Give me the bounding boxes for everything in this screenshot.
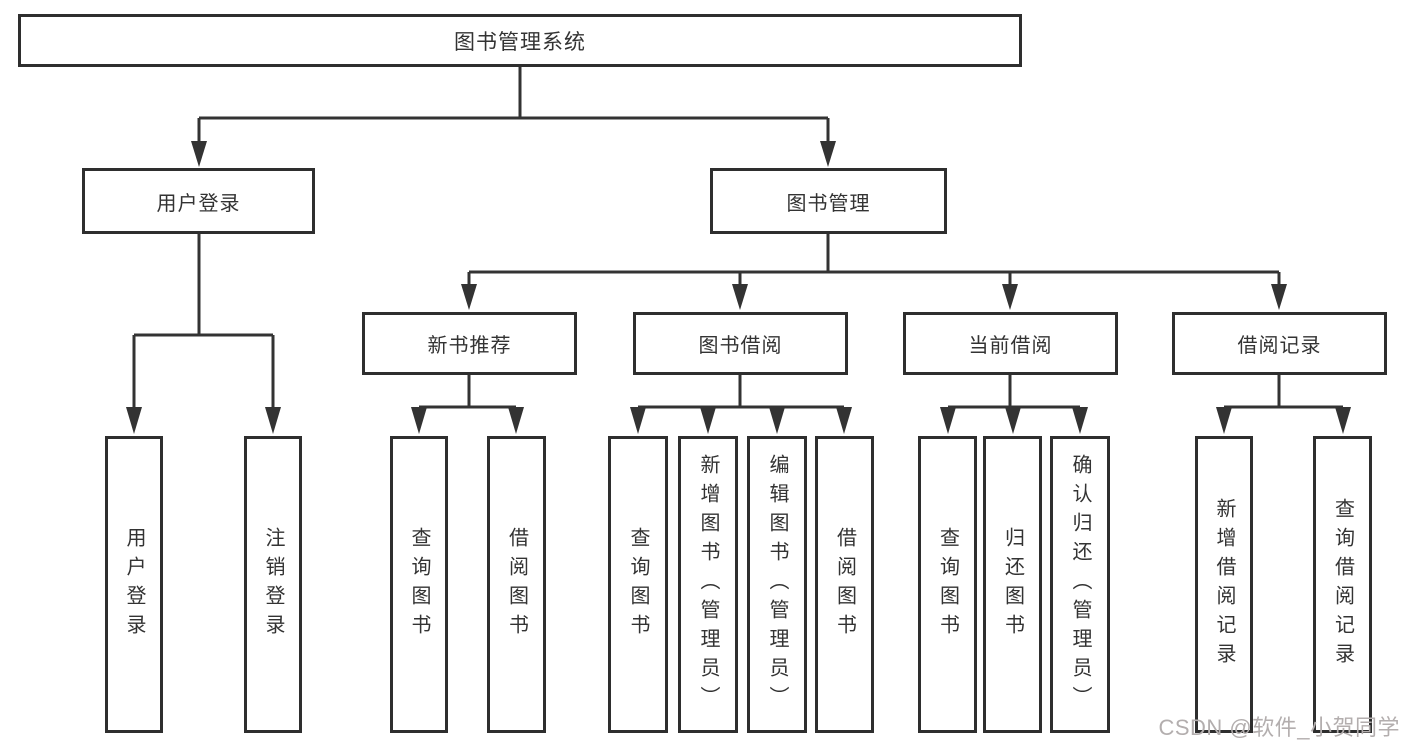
node-label: 查询图书 — [936, 526, 959, 643]
node-label: 归还图书 — [1001, 526, 1024, 643]
node-root-library-system: 图书管理系统 — [18, 14, 1022, 67]
arrowheads — [126, 141, 1351, 434]
node-borrowing-records: 借阅记录 — [1172, 312, 1387, 375]
node-label: 借阅记录 — [1237, 335, 1322, 357]
node-label: 查询借阅记录 — [1331, 497, 1354, 672]
node-label: 当前借阅 — [968, 335, 1053, 357]
leaf-user-login: 用户登录 — [105, 436, 163, 733]
node-label: 新书推荐 — [427, 335, 512, 357]
node-label: 确认归还（管理员） — [1069, 454, 1091, 715]
node-book-management-branch: 图书管理 — [710, 168, 947, 234]
leaf-add-borrow-record: 新增借阅记录 — [1195, 436, 1253, 733]
leaf-query-borrow-record: 查询借阅记录 — [1313, 436, 1372, 733]
node-label: 图书管理系统 — [454, 30, 586, 54]
leaf-borrow-books: 借阅图书 — [815, 436, 874, 733]
leaf-edit-books-admin: 编辑图书（管理员） — [747, 436, 807, 733]
node-label: 查询图书 — [408, 526, 430, 643]
leaf-confirm-return-admin: 确认归还（管理员） — [1050, 436, 1110, 733]
node-label: 借阅图书 — [505, 526, 528, 643]
csdn-watermark: CSDN @软件_小贺同学 — [1158, 715, 1400, 740]
node-label: 注销登录 — [262, 526, 284, 643]
leaf-query-books-recommend: 查询图书 — [390, 436, 448, 733]
node-label: 图书借阅 — [698, 335, 783, 357]
node-new-book-recommend: 新书推荐 — [362, 312, 577, 375]
node-label: 用户登录 — [156, 192, 241, 215]
node-label: 新增图书（管理员） — [697, 454, 719, 715]
leaf-logout: 注销登录 — [244, 436, 302, 733]
node-current-borrowing: 当前借阅 — [903, 312, 1118, 375]
leaf-query-books-borrowing: 查询图书 — [608, 436, 668, 733]
node-label: 查询图书 — [627, 526, 649, 643]
node-label: 新增借阅记录 — [1213, 497, 1235, 672]
leaf-add-books-admin: 新增图书（管理员） — [678, 436, 738, 733]
leaf-borrow-books-recommend: 借阅图书 — [487, 436, 546, 733]
node-label: 编辑图书（管理员） — [766, 454, 788, 715]
node-label: 用户登录 — [123, 526, 145, 643]
node-book-borrowing: 图书借阅 — [633, 312, 848, 375]
leaf-return-books: 归还图书 — [983, 436, 1042, 733]
node-label: 借阅图书 — [833, 526, 856, 643]
leaf-query-books-current: 查询图书 — [918, 436, 977, 733]
node-label: 图书管理 — [786, 192, 871, 215]
node-user-login-branch: 用户登录 — [82, 168, 315, 234]
